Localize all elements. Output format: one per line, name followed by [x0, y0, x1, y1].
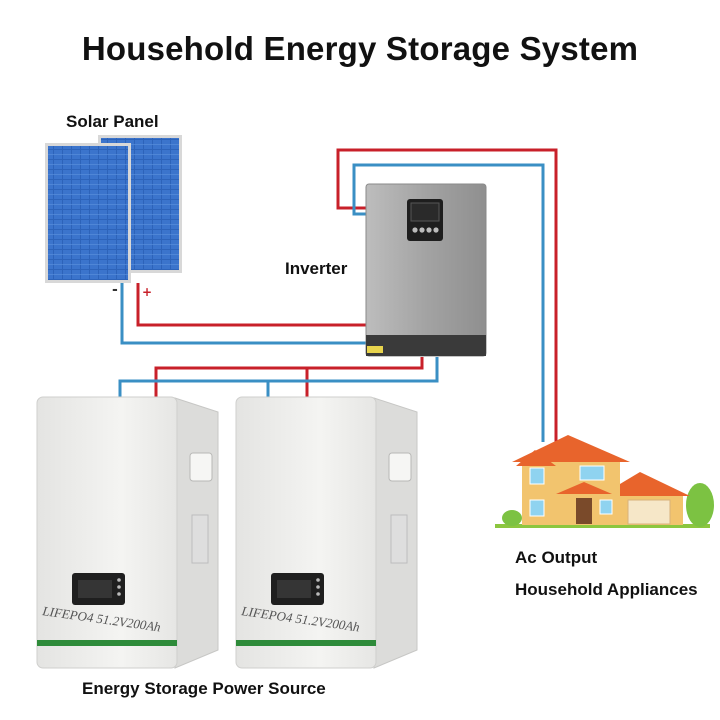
solar-panel-label: Solar Panel [66, 112, 159, 131]
wires [118, 148, 558, 442]
ac-output-label: Ac Output [515, 548, 598, 567]
household-appliances-label: Household Appliances [515, 580, 698, 599]
wire-ac-positive [336, 148, 558, 442]
title: Household Energy Storage System [81, 30, 639, 67]
wire-battery-negative [118, 357, 439, 397]
wire-battery-positive [154, 357, 424, 397]
solar-panel-front [45, 143, 131, 283]
battery-left-display [72, 573, 125, 605]
house [495, 435, 714, 528]
solar-panel: - + [45, 135, 182, 299]
energy-storage-label: Energy Storage Power Source [82, 679, 326, 698]
solar-negative-sign: - [112, 282, 118, 298]
wire-ac-negative [352, 163, 545, 442]
inverter-label: Inverter [285, 259, 348, 278]
solar-positive-sign: + [142, 285, 152, 299]
wire-solar-negative [120, 283, 370, 345]
battery-right: LIFEPO4 51.2V200Ah [235, 396, 418, 669]
battery-right-display [271, 573, 324, 605]
wire-solar-positive [136, 283, 370, 327]
inverter [365, 183, 487, 357]
battery-left: LIFEPO4 51.2V200Ah [36, 396, 219, 669]
